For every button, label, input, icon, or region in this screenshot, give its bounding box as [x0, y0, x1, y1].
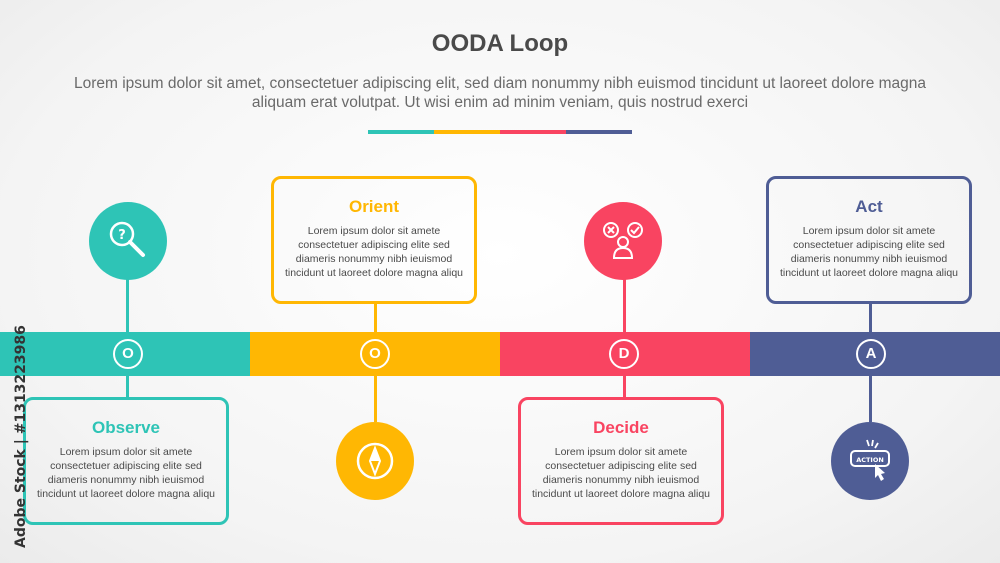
- connector-decide-top: [623, 262, 626, 340]
- icon-circle-act: ACTION: [831, 422, 909, 500]
- stage-box-observe: Observe Lorem ipsum dolor sit amete cons…: [23, 397, 229, 525]
- stage-box-orient: Orient Lorem ipsum dolor sit amete conse…: [271, 176, 477, 304]
- connector-act-bottom: [869, 368, 872, 422]
- connector-decide-bottom: [623, 368, 626, 398]
- stage-box-act: Act Lorem ipsum dolor sit amete consecte…: [766, 176, 972, 304]
- connector-orient-bottom: [374, 368, 377, 422]
- divider-yellow: [434, 130, 500, 134]
- stage-text-orient: Lorem ipsum dolor sit amete consectetuer…: [284, 225, 464, 279]
- stage-title-decide: Decide: [593, 418, 649, 437]
- connector-orient-top: [374, 304, 377, 340]
- stage-text-act: Lorem ipsum dolor sit amete consectetuer…: [779, 225, 959, 279]
- icon-circle-decide: [584, 202, 662, 280]
- stage-text-decide: Lorem ipsum dolor sit amete consectetuer…: [531, 446, 711, 500]
- stage-letter-orient: O: [360, 339, 390, 369]
- decision-icon: [603, 222, 643, 259]
- watermark-text: Adobe Stock | #1313223986: [13, 325, 29, 548]
- connector-observe-top: [126, 262, 129, 340]
- divider-teal: [368, 130, 434, 134]
- stage-box-decide: Decide Lorem ipsum dolor sit amete conse…: [518, 397, 724, 525]
- connector-observe-bottom: [126, 368, 129, 398]
- divider-navy: [566, 130, 632, 134]
- compass-icon: [356, 442, 394, 480]
- stage-letter-observe: O: [113, 339, 143, 369]
- stage-letter-decide: D: [609, 339, 639, 369]
- stage-title-orient: Orient: [348, 197, 400, 216]
- connector-act-top: [869, 304, 872, 340]
- stage-title-observe: Observe: [91, 418, 161, 437]
- stage-letter-act: A: [856, 339, 886, 369]
- stage-title-act: Act: [855, 197, 883, 216]
- action-icon-label: ACTION: [856, 456, 884, 464]
- page-subtitle: Lorem ipsum dolor sit amet, consectetuer…: [73, 75, 927, 111]
- stage-text-observe: Lorem ipsum dolor sit amete consectetuer…: [36, 446, 216, 500]
- action-click-icon: ACTION: [850, 439, 890, 481]
- page-title: OODA Loop: [431, 30, 569, 57]
- icon-circle-observe: ?: [89, 202, 167, 280]
- magnifier-question-icon: ?: [109, 221, 145, 257]
- stock-watermark: Adobe Stock | #1313223986: [13, 325, 29, 548]
- svg-text:?: ?: [118, 228, 126, 243]
- icon-circle-orient: [336, 422, 414, 500]
- divider-red: [500, 130, 566, 134]
